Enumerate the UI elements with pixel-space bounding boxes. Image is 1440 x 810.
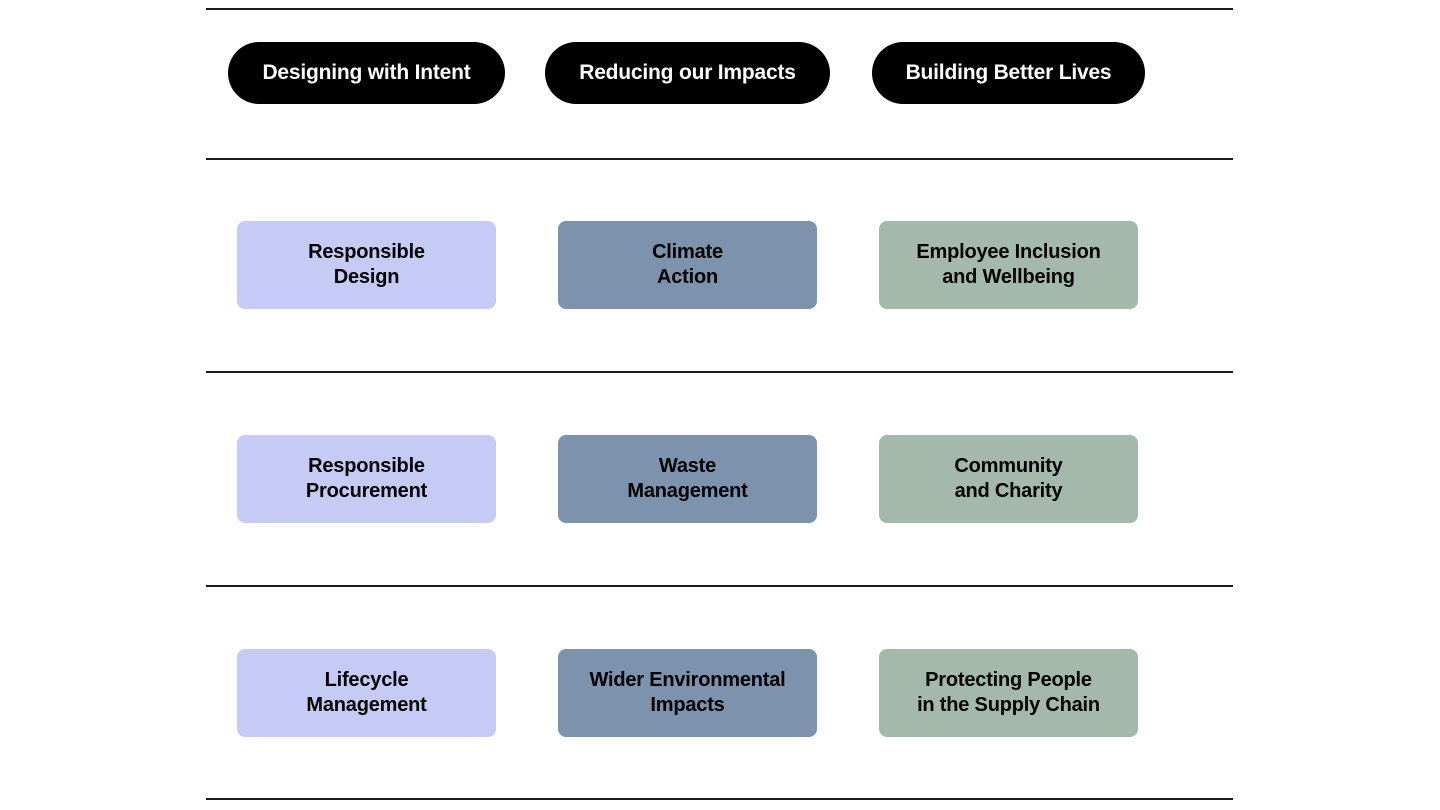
topic-card-line-2: Impacts	[650, 694, 725, 716]
topic-card-line-2: Management	[306, 694, 427, 716]
pillar-label: Designing with Intent	[262, 61, 471, 84]
pillar-row: Designing with Intent Reducing our Impac…	[206, 36, 1233, 110]
topic-row-3: Lifecycle Management Wider Environmental…	[206, 649, 1233, 737]
topic-cell-3-1: Lifecycle Management	[206, 649, 527, 737]
topic-card-line-2: Action	[656, 266, 719, 288]
topic-card-lifecycle-management[interactable]: Lifecycle Management	[237, 649, 496, 737]
topic-card-line-1: Responsible	[308, 455, 425, 477]
divider-top	[206, 8, 1233, 10]
topic-card-line-2: and Charity	[954, 480, 1063, 502]
topic-card-line-1: Community	[954, 455, 1063, 477]
topic-card-line-1: Wider Environmental	[589, 669, 786, 691]
topic-row-1: Responsible Design Climate Action Employ…	[206, 221, 1233, 309]
pillar-button-reducing-our-impacts[interactable]: Reducing our Impacts	[545, 42, 830, 104]
topic-cell-2-3: Community and Charity	[848, 435, 1169, 523]
topic-card-line-1: Climate	[652, 241, 723, 263]
topic-cell-2-1: Responsible Procurement	[206, 435, 527, 523]
topic-card-line-1: Lifecycle	[324, 669, 409, 691]
topic-card-line-2: Procurement	[305, 480, 428, 502]
topic-cell-2-2: Waste Management	[527, 435, 848, 523]
topic-card-line-1: Responsible	[308, 241, 425, 263]
topic-card-protecting-people-in-the-supply-chain[interactable]: Protecting People in the Supply Chain	[879, 649, 1138, 737]
divider-after-pillars	[206, 158, 1233, 160]
pillar-label: Reducing our Impacts	[579, 61, 796, 84]
topic-card-wider-environmental-impacts[interactable]: Wider Environmental Impacts	[558, 649, 817, 737]
topic-card-responsible-design[interactable]: Responsible Design	[237, 221, 496, 309]
divider-after-row-2	[206, 585, 1233, 587]
topic-card-community-and-charity[interactable]: Community and Charity	[879, 435, 1138, 523]
topic-card-line-2: Management	[627, 480, 748, 502]
pillar-button-building-better-lives[interactable]: Building Better Lives	[871, 42, 1146, 104]
topic-card-line-1: Waste	[658, 455, 717, 477]
topic-cell-3-3: Protecting People in the Supply Chain	[848, 649, 1169, 737]
topic-card-waste-management[interactable]: Waste Management	[558, 435, 817, 523]
topic-card-climate-action[interactable]: Climate Action	[558, 221, 817, 309]
topic-card-responsible-procurement[interactable]: Responsible Procurement	[237, 435, 496, 523]
topic-card-line-1: Protecting People	[925, 669, 1092, 691]
topic-cell-1-2: Climate Action	[527, 221, 848, 309]
pillar-column-2: Reducing our Impacts	[527, 36, 848, 110]
topic-card-employee-inclusion-and-wellbeing[interactable]: Employee Inclusion and Wellbeing	[879, 221, 1138, 309]
divider-after-row-1	[206, 371, 1233, 373]
pillar-label: Building Better Lives	[905, 61, 1112, 84]
topic-card-line-2: in the Supply Chain	[917, 694, 1100, 716]
pillar-column-1: Designing with Intent	[206, 36, 527, 110]
divider-bottom	[206, 798, 1233, 800]
topic-cell-1-3: Employee Inclusion and Wellbeing	[848, 221, 1169, 309]
topic-card-line-1: Employee Inclusion	[916, 241, 1101, 263]
pillar-button-designing-with-intent[interactable]: Designing with Intent	[228, 42, 505, 104]
topic-card-line-2: and Wellbeing	[942, 266, 1075, 288]
topic-row-2: Responsible Procurement Waste Management…	[206, 435, 1233, 523]
topic-cell-1-1: Responsible Design	[206, 221, 527, 309]
topic-card-line-2: Design	[333, 266, 400, 288]
pillar-column-3: Building Better Lives	[848, 36, 1169, 110]
topic-cell-3-2: Wider Environmental Impacts	[527, 649, 848, 737]
